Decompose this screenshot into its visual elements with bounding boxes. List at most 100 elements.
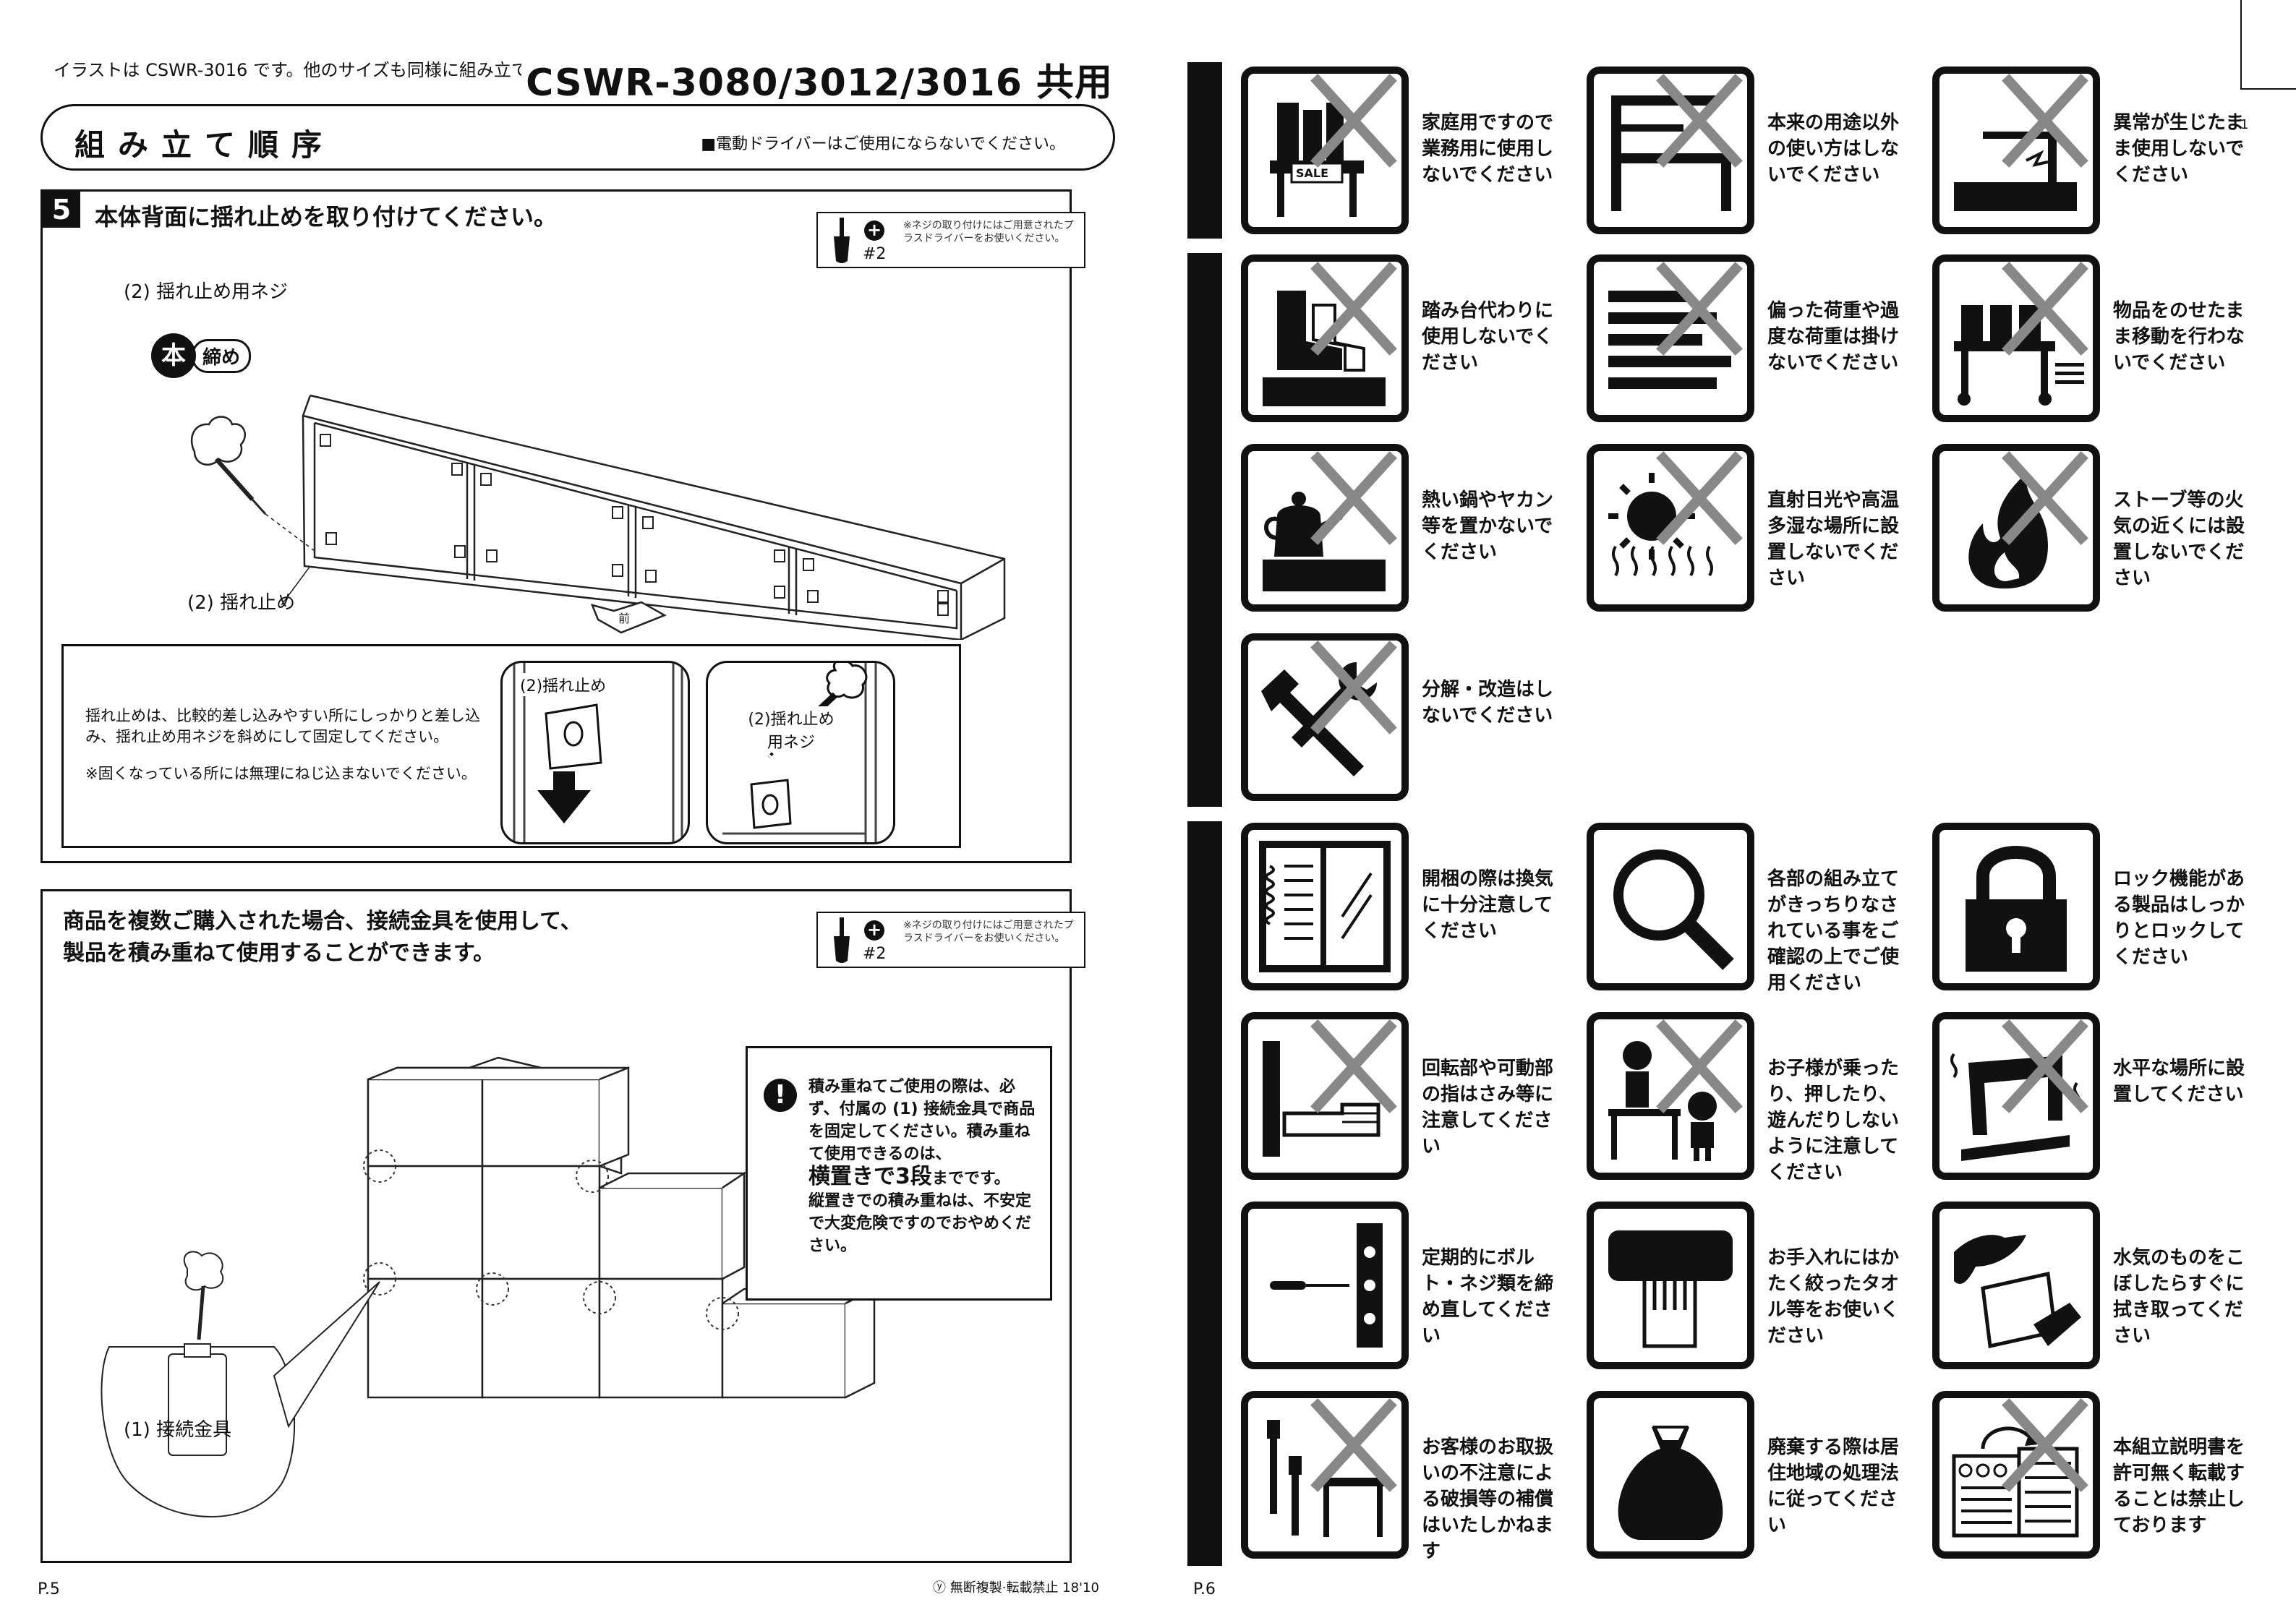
- caution-caption: 物品をのせたまま移動を行わないでください: [2113, 300, 2245, 374]
- warning-part-1-end: までです。: [931, 1170, 1010, 1188]
- section-bar-2: [1187, 253, 1222, 807]
- full-tighten-badge: 本 締め: [151, 333, 252, 378]
- uneven-floor-icon: [1932, 1012, 2100, 1180]
- broken-shelf-icon: [1932, 67, 2100, 234]
- caution-caption: 開梱の際は換気に十分注意してください: [1422, 868, 1554, 942]
- stacking-panel: 商品を複数ご購入された場合、接続金具を使用して、 製品を積み重ねて使用することが…: [40, 889, 1085, 1563]
- document-title: CSWR-3080/3012/3016 共用: [521, 52, 1113, 106]
- driver-note: ※ネジの取り付けにはご用意されたプラスドライバーをお使いください。: [903, 220, 1074, 244]
- page-corner-tab: [2240, 0, 2296, 90]
- children-icon: [1587, 1012, 1754, 1180]
- corner-mark: 1: [2240, 117, 2249, 132]
- padlock-icon: [1932, 823, 2100, 990]
- screw-fix-illustration: [722, 663, 877, 842]
- step-5-panel: 5 本体背面に揺れ止めを取り付けてください。 + #2 ※ネジの取り付けにはご用…: [40, 189, 1085, 863]
- illustration-note: イラストは CSWR-3016 です。他のサイズも同様に組み立ててください。: [43, 45, 550, 91]
- instruction-line-1: 揺れ止めは、比較的差し込みやすい所にしっかりと差し込み、揺れ止め用ネジを斜めにし…: [85, 707, 480, 745]
- caution-caption: 直射日光や高温多湿な場所に設置しないでください: [1767, 489, 1900, 589]
- step-number: 5: [43, 192, 80, 228]
- stopper-label: (2) 揺れ止め: [187, 592, 296, 614]
- instruction-line-2: ※固くなっている所には無理にねじ込まないでください。: [85, 765, 477, 782]
- stopper-insert-illustration: [513, 663, 683, 842]
- caution-caption: 本組立説明書を許可無く転載することは禁止しております: [2113, 1436, 2245, 1536]
- window-ventilation-icon: [1241, 823, 1409, 990]
- caution-caption: お手入れにはかたく絞ったタオル等をお使いください: [1767, 1247, 1900, 1347]
- caution-caption: ストーブ等の火気の近くには設置しないでください: [2113, 489, 2245, 589]
- badge-sub: 締め: [192, 338, 252, 373]
- svg-text:SALE: SALE: [1296, 166, 1328, 180]
- caution-caption: 熱い鍋やヤカン等を置かないでください: [1422, 489, 1554, 563]
- detail-1-label: (2)揺れ止め: [520, 673, 607, 696]
- caution-caption: お客様のお取扱いの不注意による破損等の補償はいたしかねます: [1422, 1436, 1554, 1562]
- instruction-box: 揺れ止めは、比較的差し込みやすい所にしっかりと差し込み、揺れ止め用ネジを斜めにし…: [61, 644, 961, 848]
- instruction-text: 揺れ止めは、比較的差し込みやすい所にしっかりと差し込み、揺れ止め用ネジを斜めにし…: [85, 706, 490, 784]
- phillips-plus-icon: +: [864, 220, 884, 241]
- assembly-order-bar: 組み立て順序 ■電動ドライバーはご使用にならないでください。: [40, 104, 1115, 171]
- stopper-detail: (2)揺れ止め: [500, 661, 690, 844]
- driver-requirement-box: + #2 ※ネジの取り付けにはご用意されたプラスドライバーをお使いください。: [816, 212, 1085, 268]
- electric-driver-note: ■電動ドライバーはご使用にならないでください。: [701, 135, 1065, 153]
- sale-shop-icon: SALE: [1241, 67, 1409, 234]
- copy-document-icon: [1932, 1391, 2100, 1559]
- caution-caption: 踏み台代わりに使用しないでください: [1422, 300, 1554, 374]
- screwdriver-icon: [834, 218, 850, 263]
- screw-detail: (2)揺れ止め用ネジ: [706, 661, 895, 844]
- detail-2-label: (2)揺れ止め用ネジ: [744, 706, 838, 753]
- badge-main: 本: [151, 333, 196, 378]
- screwdriver-icon: [834, 917, 850, 963]
- caution-caption: お子様が乗ったり、押したり、遊んだりしないように注意してください: [1767, 1058, 1900, 1183]
- finger-pinch-icon: [1241, 1012, 1409, 1180]
- sun-heat-icon: [1587, 444, 1754, 612]
- driver-note: ※ネジの取り付けにはご用意されたプラスドライバーをお使いください。: [903, 920, 1074, 944]
- caution-caption: 水気のものをこぼしたらすぐに拭き取ってください: [2113, 1247, 2245, 1347]
- misuse-rack-icon: [1587, 67, 1754, 234]
- caution-caption: 回転部や可動部の指はさみ等に注意してください: [1422, 1058, 1554, 1157]
- step-title: 本体背面に揺れ止めを取り付けてください。: [95, 203, 558, 231]
- overload-icon: [1587, 254, 1754, 422]
- section-bar-3: [1187, 821, 1222, 1566]
- page-number-right: P.6: [1193, 1580, 1216, 1598]
- stacking-title: 商品を複数ご購入された場合、接続金具を使用して、 製品を積み重ねて使用することが…: [63, 906, 582, 969]
- copyright-note: ⓨ 無断複製·転載禁止 18'10: [933, 1580, 1099, 1596]
- page-number-left: P.5: [38, 1580, 60, 1598]
- magnifier-icon: [1587, 823, 1754, 990]
- warning-emphasis: 横置きで3段: [808, 1164, 932, 1189]
- caution-caption: 分解・改造はしないでください: [1422, 679, 1554, 727]
- caution-caption: 廃棄する際は居住地域の処理法に従ってください: [1767, 1436, 1900, 1536]
- warning-part-1: 積み重ねてご使用の際は、必ず、付属の (1) 接続金具で商品を固定してください。…: [808, 1078, 1036, 1163]
- wipe-spill-icon: [1932, 1202, 2100, 1369]
- caution-caption: 本来の用途以外の使い方はしないでください: [1767, 112, 1900, 186]
- stacking-warning: ! 積み重ねてご使用の際は、必ず、付属の (1) 接続金具で商品を固定してくださ…: [746, 1046, 1052, 1301]
- stacking-title-line-1: 商品を複数ご購入された場合、接続金具を使用して、: [63, 909, 582, 934]
- section-bar-1: [1187, 62, 1222, 239]
- driver-size: #2: [863, 945, 887, 963]
- kettle-icon: [1241, 444, 1409, 612]
- caution-caption: 各部の組み立てがきっちりなされている事をご確認の上でご使用ください: [1767, 868, 1900, 994]
- caution-caption: 定期的にボルト・ネジ類を締め直してください: [1422, 1247, 1554, 1347]
- garbage-bag-icon: [1587, 1391, 1754, 1559]
- boots-step-icon: [1241, 254, 1409, 422]
- stacked-cabinets-illustration: [101, 1056, 876, 1517]
- connector-label: (1) 接続金具: [124, 1419, 232, 1441]
- damage-tools-icon: [1241, 1391, 1409, 1559]
- caution-caption: 水平な場所に設置してください: [2113, 1058, 2245, 1105]
- stacking-title-line-2: 製品を積み重ねて使用することができます。: [63, 941, 495, 966]
- tools-icon: [1241, 633, 1409, 801]
- phillips-plus-icon: +: [864, 920, 884, 941]
- screw-label: (2) 揺れ止め用ネジ: [124, 281, 289, 303]
- screwdriver-bolts-icon: [1241, 1202, 1409, 1369]
- exclamation-icon: !: [764, 1079, 797, 1112]
- warning-part-2: 縦置きでの積み重ねは、不安定で大変危険ですのでおやめください。: [808, 1192, 1032, 1255]
- hand-towel-icon: [1587, 1202, 1754, 1369]
- moving-cart-icon: [1932, 254, 2100, 422]
- assembly-order-title: 組み立て順序: [74, 127, 336, 163]
- illustration-note-text: イラストは CSWR-3016 です。他のサイズも同様に組み立ててください。: [54, 59, 550, 80]
- cabinet-back-illustration: 前: [190, 394, 1006, 640]
- driver-requirement-box-2: + #2 ※ネジの取り付けにはご用意されたプラスドライバーをお使いください。: [816, 912, 1085, 968]
- front-mark: 前: [618, 612, 630, 625]
- driver-size: #2: [863, 245, 887, 263]
- stacking-warning-text: 積み重ねてご使用の際は、必ず、付属の (1) 接続金具で商品を固定してください。…: [808, 1076, 1044, 1257]
- caution-caption: ロック機能がある製品はしっかりとロックしてください: [2113, 868, 2245, 968]
- caution-caption: 異常が生じたまま使用しないでください: [2113, 112, 2245, 186]
- caution-caption: 家庭用ですので業務用に使用しないでください: [1422, 112, 1554, 186]
